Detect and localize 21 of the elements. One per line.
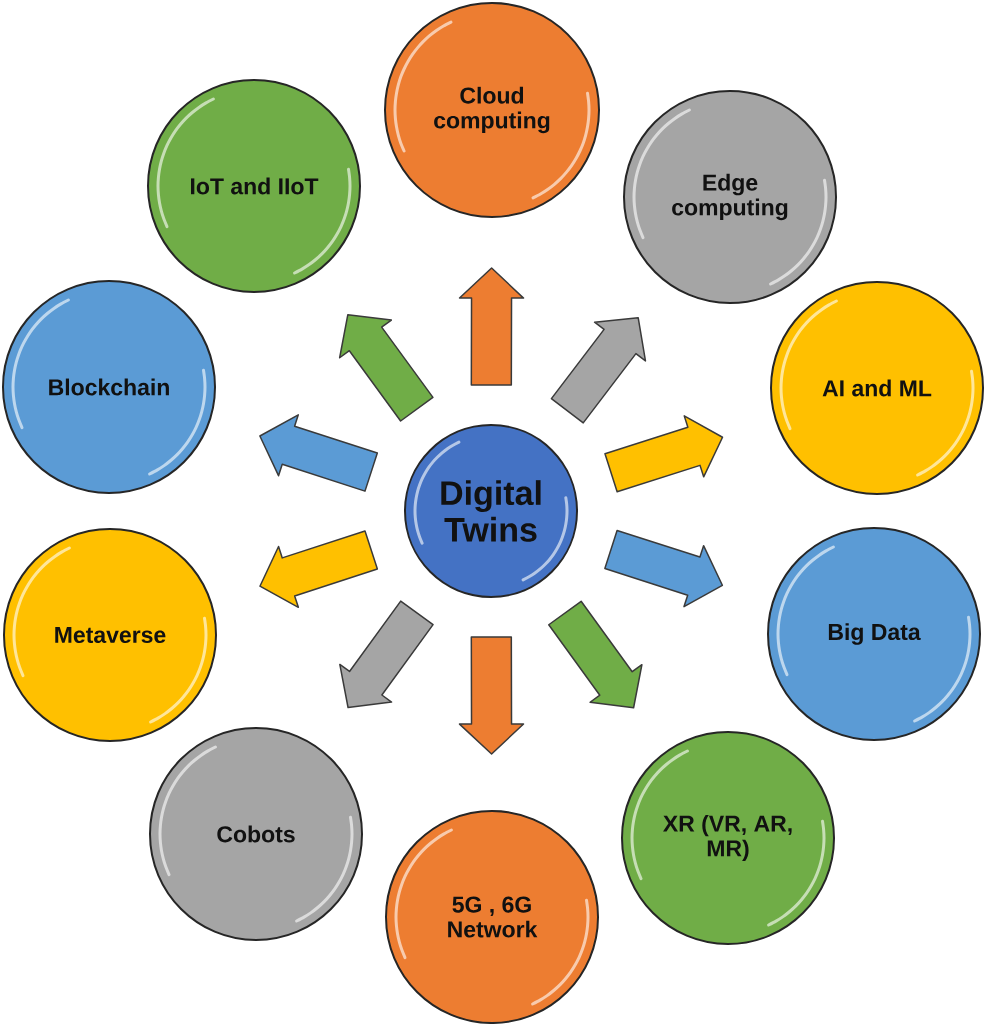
block-arrow <box>339 600 434 709</box>
block-arrow <box>604 529 724 608</box>
circle-node: Digital Twins <box>404 424 578 598</box>
circle-node: AI and ML <box>770 281 984 495</box>
block-arrow <box>259 530 379 609</box>
circle-node: Blockchain <box>2 280 216 494</box>
circle-node: Cloud computing <box>384 2 600 218</box>
circle-node: Cobots <box>149 727 363 941</box>
block-arrow <box>548 600 643 709</box>
circle-node: Metaverse <box>3 528 217 742</box>
circle-node: Big Data <box>767 527 981 741</box>
circle-node: XR (VR, AR, MR) <box>621 731 835 945</box>
circle-node: Edge computing <box>623 90 837 304</box>
block-arrow <box>259 414 379 492</box>
circle-node: IoT and IIoT <box>147 79 361 293</box>
block-arrow <box>604 415 724 493</box>
block-arrow <box>458 636 525 755</box>
circle-node: 5G , 6G Network <box>385 810 599 1024</box>
block-arrow <box>458 267 525 386</box>
block-arrow <box>550 316 647 424</box>
block-arrow <box>338 313 434 422</box>
